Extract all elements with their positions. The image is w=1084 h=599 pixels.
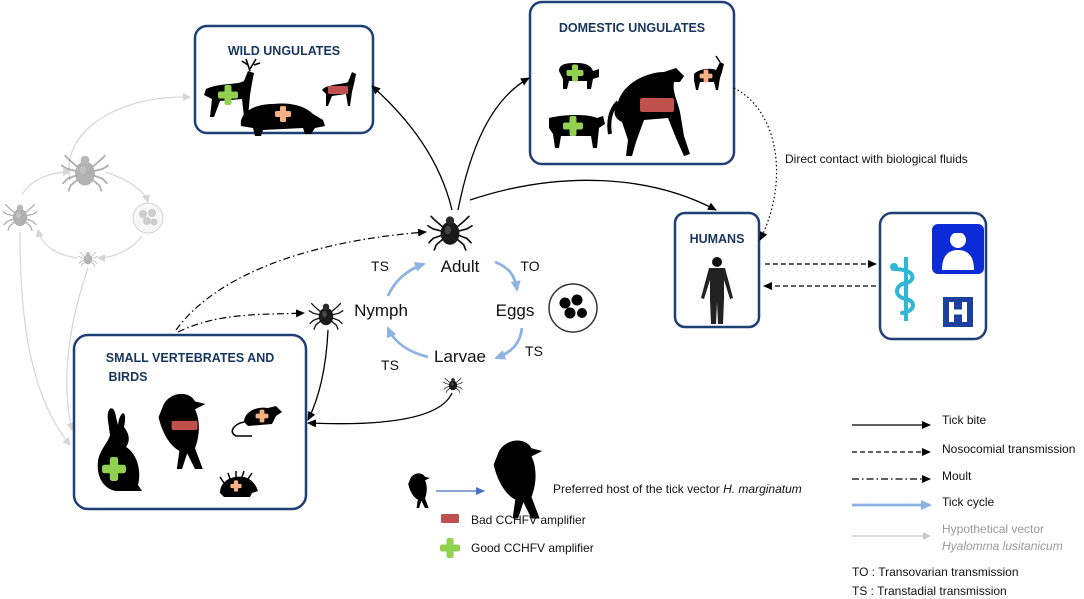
nymph-tick-icon: [308, 302, 344, 330]
legend-nosocomial: Nosocomial transmission: [942, 442, 1075, 456]
larva-tick-icon: [443, 377, 463, 393]
legend-to-definition: TO : Transovarian transmission: [852, 565, 1019, 579]
good-amplifier-label: Good CCHFV amplifier: [471, 541, 594, 555]
legend-tick-bite: Tick bite: [942, 413, 987, 427]
bad-amplifier-swatch: [441, 514, 459, 523]
rabbit-icon: [97, 408, 142, 491]
hospital-icon: [943, 297, 973, 327]
domestic-ungulates-box: DOMESTIC UNGULATES: [528, 0, 736, 166]
legend-ts-definition: TS : Transtadial transmission: [852, 584, 1007, 598]
bad-amplifier-label: Bad CCHFV amplifier: [471, 513, 586, 527]
horse-icon: [607, 68, 690, 156]
legend: Tick bite Nosocomial transmission Moult …: [852, 413, 1075, 598]
good-amplifier-swatch: [440, 538, 460, 558]
adult-label: Adult: [441, 257, 480, 276]
host-key: Preferred host of the tick vector H. mar…: [408, 440, 802, 558]
doctor-icon: [932, 224, 984, 274]
legend-hyalomma: Hyalomma lusitanicum: [942, 539, 1063, 553]
legend-moult: Moult: [942, 469, 972, 483]
caduceus-icon: [890, 257, 915, 321]
legend-tick-cycle: Tick cycle: [942, 495, 995, 509]
wild-ungulates-title: WILD UNGULATES: [228, 44, 340, 58]
deer-icon: [204, 58, 261, 117]
legend-hypothetical: Hypothetical vector: [942, 522, 1044, 536]
large-crow-icon: [493, 440, 543, 519]
to-label: TO: [520, 258, 539, 274]
hypothetical-cycle: [2, 92, 191, 446]
sheep-icon: [559, 63, 599, 89]
boar-icon: [240, 103, 325, 136]
larvae-label: Larvae: [434, 347, 486, 366]
domestic-ungulates-title: DOMESTIC UNGULATES: [559, 21, 705, 35]
small-vertebrates-title-line1: SMALL VERTEBRATES AND: [106, 351, 275, 365]
humans-box: HUMANS: [673, 211, 761, 329]
preferred-host-text: Preferred host of the tick vector H. mar…: [553, 482, 802, 496]
egg-cluster-icon: [548, 283, 598, 333]
hedgehog-icon: [219, 470, 258, 497]
ts-bottom-label: TS: [381, 357, 399, 373]
transmission-arrows: [175, 77, 877, 428]
small-vertebrates-box: SMALL VERTEBRATES AND BIRDS: [72, 333, 308, 511]
hospital-box: [878, 211, 988, 341]
goat-icon: [694, 55, 724, 90]
roe-deer-icon: [322, 72, 356, 106]
nymph-label: Nymph: [354, 301, 408, 320]
adult-tick-icon: [427, 215, 473, 251]
tick-cycle: Adult Eggs Larvae Nymph TO TS TS TS: [308, 215, 598, 393]
grey-nymph-icon: [2, 203, 38, 231]
cow-icon: [549, 115, 605, 148]
human-icon: [701, 257, 733, 324]
humans-title: HUMANS: [690, 232, 745, 246]
ts-top-label: TS: [371, 258, 389, 274]
direct-contact-note: Direct contact with biological fluids: [785, 152, 968, 166]
crow-icon: [158, 393, 206, 469]
grey-egg-cluster-icon: [132, 202, 164, 234]
small-crow-icon: [408, 473, 430, 508]
ts-right-label: TS: [525, 343, 543, 359]
rat-icon: [231, 406, 282, 437]
grey-larva-icon: [78, 251, 98, 267]
eggs-label: Eggs: [496, 301, 535, 320]
wild-ungulates-box: WILD UNGULATES: [193, 24, 375, 136]
small-vertebrates-title-line2: BIRDS: [109, 370, 148, 384]
